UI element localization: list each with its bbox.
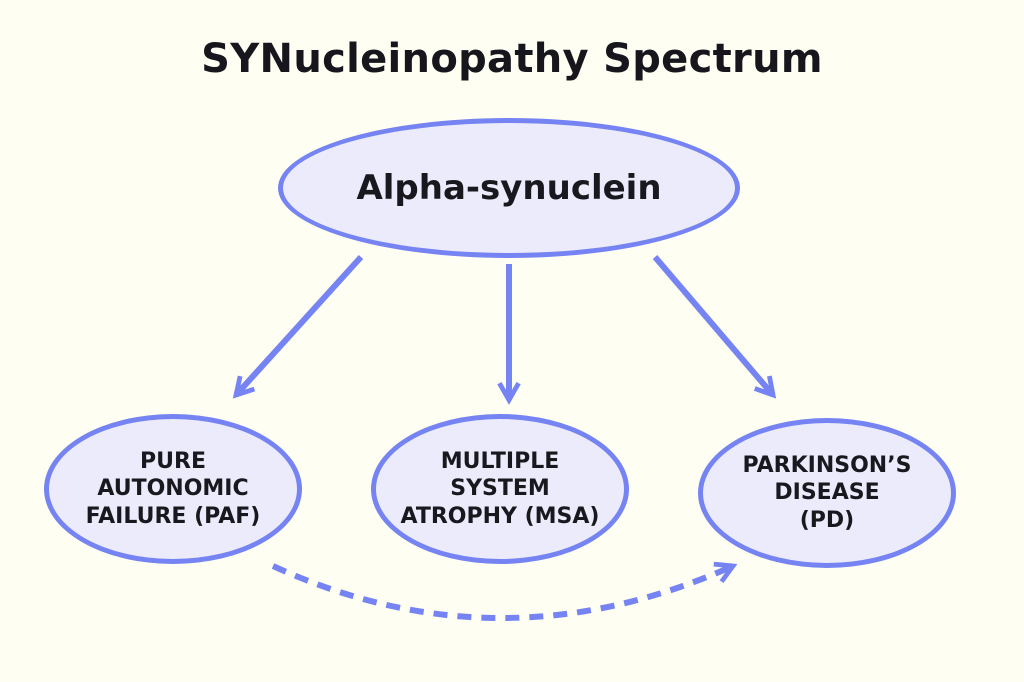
node-label: PARKINSON’S DISEASE (PD)	[742, 452, 912, 533]
node-msa: MULTIPLE SYSTEM ATROPHY (MSA)	[371, 414, 629, 564]
edge-paf-to-pd-dashed	[271, 561, 738, 621]
edge-alpha-synuclein-to-pd	[652, 255, 777, 399]
diagram-title: SYNucleinopathy Spectrum	[201, 36, 823, 82]
node-pd: PARKINSON’S DISEASE (PD)	[698, 418, 956, 568]
node-alpha-synuclein: Alpha-synuclein	[278, 118, 740, 258]
node-label: PURE AUTONOMIC FAILURE (PAF)	[85, 448, 261, 529]
node-label: MULTIPLE SYSTEM ATROPHY (MSA)	[400, 448, 600, 529]
node-paf: PURE AUTONOMIC FAILURE (PAF)	[44, 414, 302, 564]
edge-alpha-synuclein-to-paf	[232, 254, 364, 399]
node-label: Alpha-synuclein	[356, 168, 662, 208]
